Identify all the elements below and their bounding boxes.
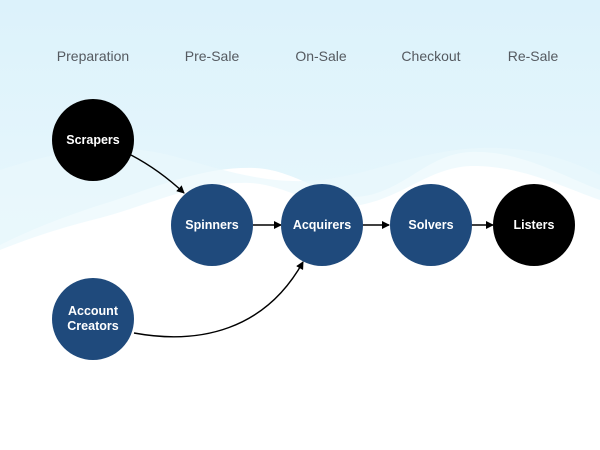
- stage-label-pre-sale: Pre-Sale: [184, 48, 240, 64]
- node-listers-label: Listers: [513, 217, 555, 232]
- node-acquirers: Acquirers: [281, 184, 363, 266]
- node-spinners-label: Spinners: [185, 217, 239, 232]
- node-spinners: Spinners: [171, 184, 253, 266]
- stage-label-on-sale: On-Sale: [295, 48, 347, 64]
- node-account-creators: Account Creators: [52, 278, 134, 360]
- stage-label-re-sale: Re-Sale: [507, 48, 559, 64]
- stage-label-checkout: Checkout: [401, 48, 461, 64]
- node-listers: Listers: [493, 184, 575, 266]
- node-scrapers: Scrapers: [52, 99, 134, 181]
- node-account-creators-label-line1: Account: [67, 304, 118, 318]
- node-solvers: Solvers: [390, 184, 472, 266]
- stage-label-preparation: Preparation: [56, 48, 130, 64]
- node-scrapers-label: Scrapers: [66, 132, 120, 147]
- node-acquirers-label: Acquirers: [292, 217, 352, 232]
- node-solvers-label: Solvers: [408, 217, 454, 232]
- node-account-creators-label: Account Creators: [67, 304, 118, 334]
- node-account-creators-label-line2: Creators: [67, 319, 119, 333]
